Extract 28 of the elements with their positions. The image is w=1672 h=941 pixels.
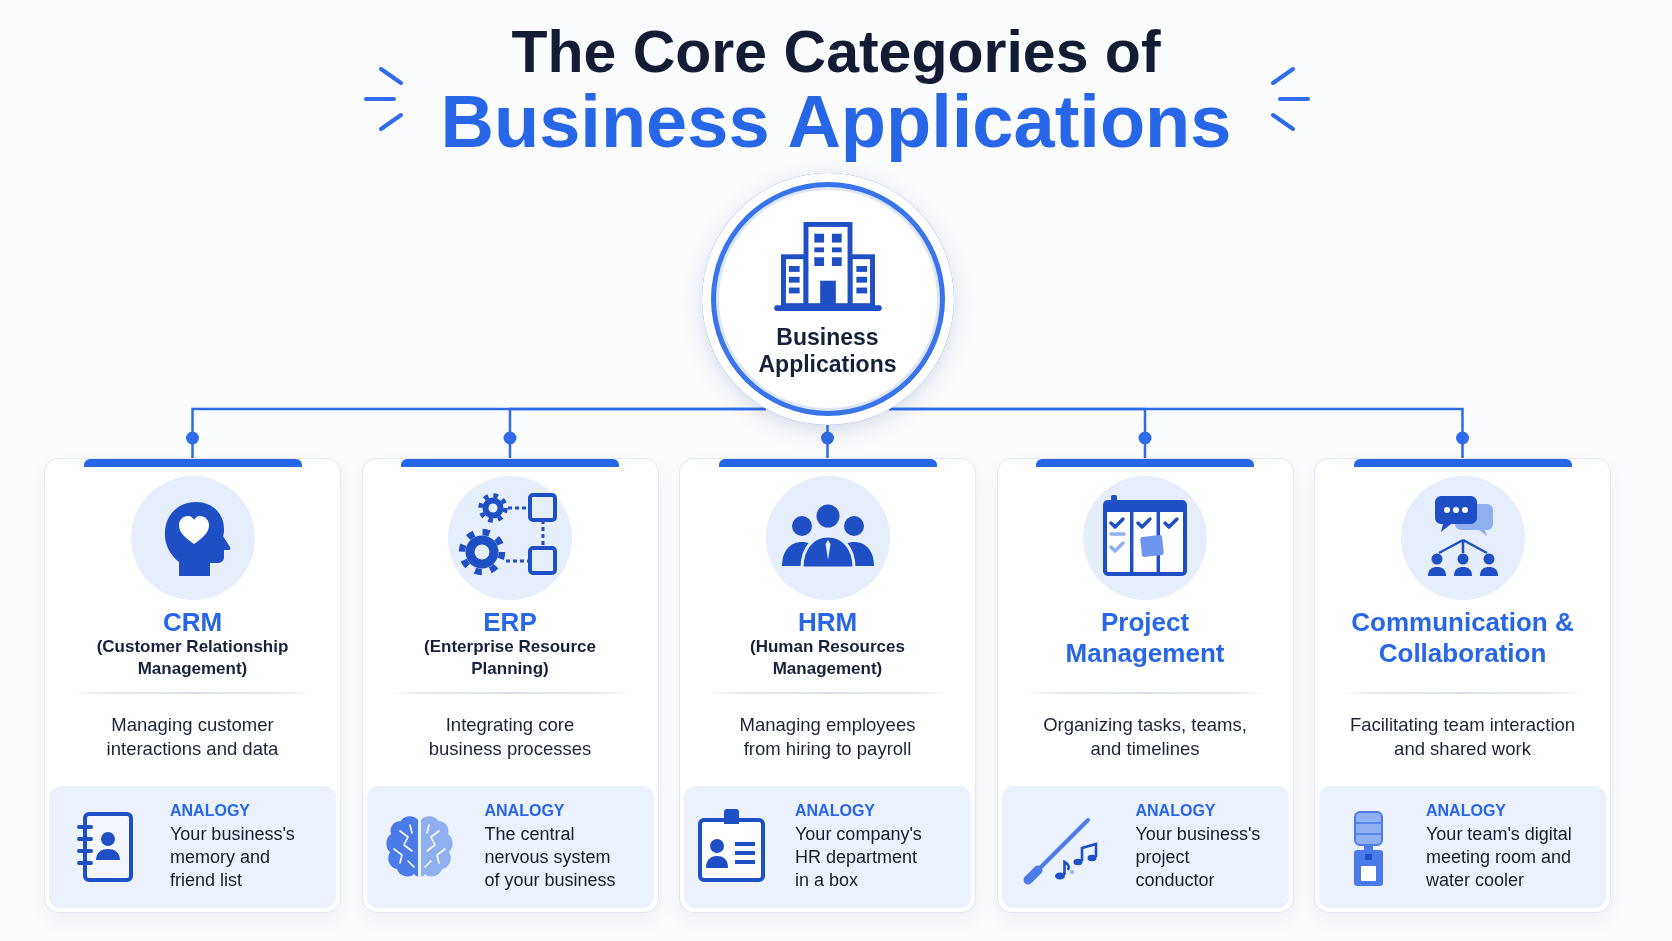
card-description: Organizing tasks, teams, and timelines	[1042, 713, 1248, 761]
card-description: Integrating core business processes	[427, 713, 593, 761]
card-title: CRM	[161, 607, 224, 638]
card-title: Project Management	[1064, 607, 1226, 669]
analogy-text: Your company's HR department in a box	[795, 823, 923, 892]
analogy-label: ANALOGY	[170, 801, 251, 821]
analogy-label: ANALOGY	[795, 801, 876, 821]
card-title: Communication & Collaboration	[1350, 607, 1575, 669]
analogy-label: ANALOGY	[1135, 801, 1217, 821]
card-subtitle: (Human Resources Management)	[749, 636, 906, 680]
analogy-text: Your business's project conductor	[1135, 823, 1262, 892]
connector-line	[888, 407, 1469, 459]
page-title: The Core Categories of Business Applications	[439, 18, 1233, 165]
analogy-label: ANALOGY	[484, 801, 566, 821]
card-title: HRM	[796, 607, 859, 638]
card-description: Managing employees from hiring to payroll	[738, 713, 917, 761]
node-label: Business Applications	[757, 324, 898, 378]
card-description: Facilitating team interaction and shared work	[1348, 713, 1577, 761]
connector-line	[821, 425, 834, 459]
card-title: ERP	[482, 607, 538, 638]
analogy-text: Your team's digital meeting room and water cooler	[1426, 823, 1573, 892]
card-description: Managing customer interactions and data	[105, 713, 280, 761]
analogy-text: Your business's memory and friend list	[170, 823, 296, 892]
analogy-text: The central nervous system of your business	[484, 823, 617, 892]
card-subtitle: (Enterprise Resource Planning)	[423, 636, 597, 680]
connector-line	[503, 407, 767, 459]
card-subtitle: (Customer Relationship Management)	[95, 636, 290, 680]
analogy-label: ANALOGY	[1426, 801, 1507, 821]
